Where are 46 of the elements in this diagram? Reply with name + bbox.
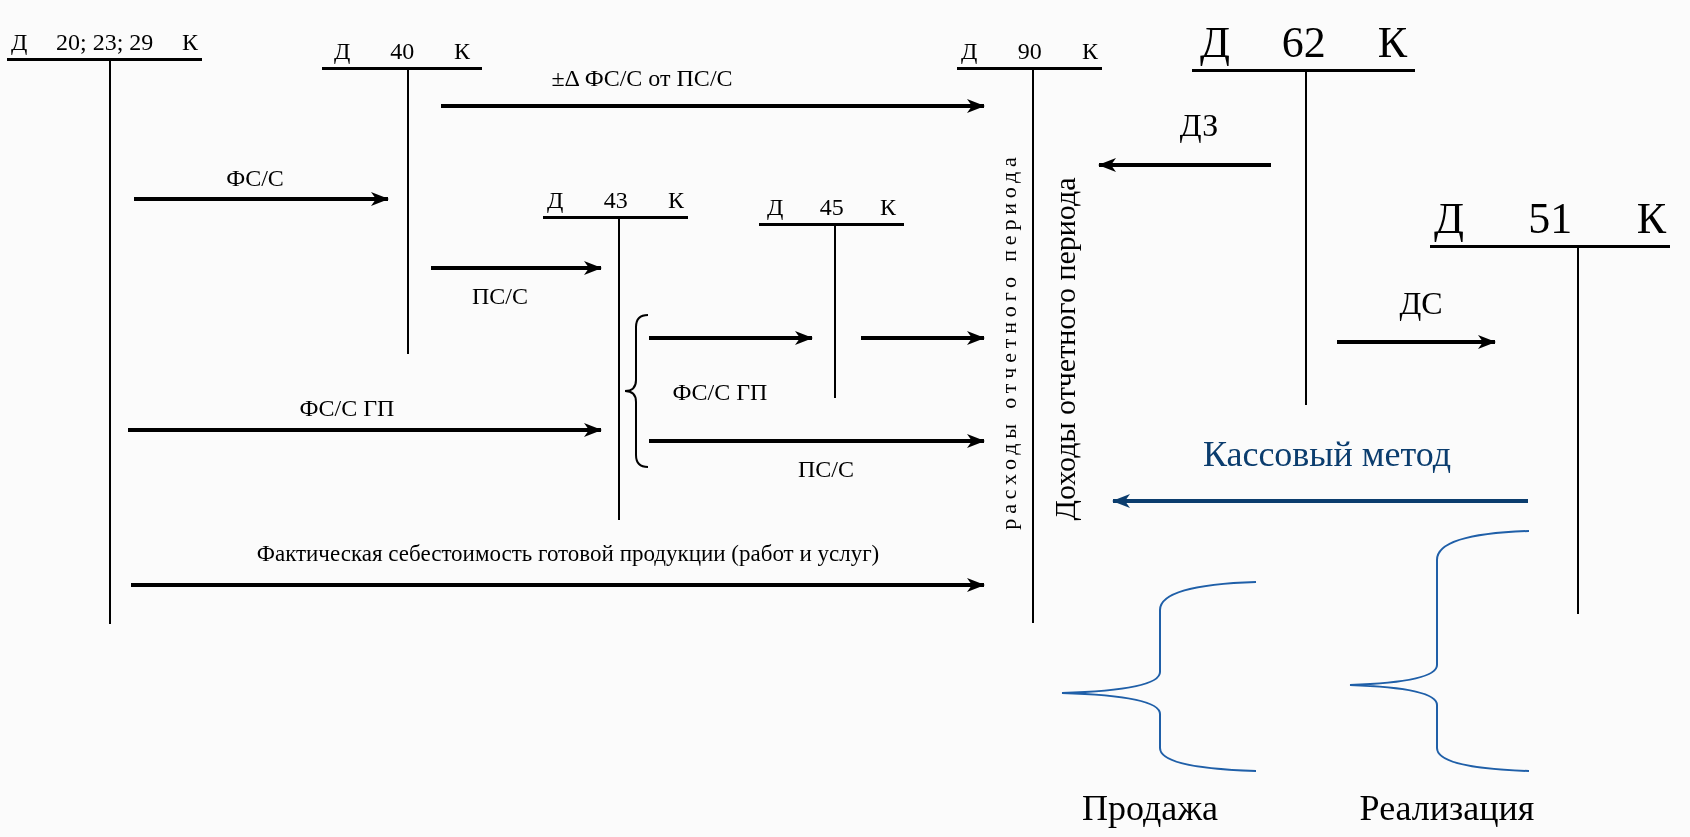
edge-label: ПС/С bbox=[472, 284, 528, 308]
debit-label: Д bbox=[961, 39, 978, 63]
credit-label: К bbox=[879, 195, 896, 219]
arrow bbox=[431, 261, 602, 275]
arrow bbox=[128, 423, 602, 437]
edge-label: ПС/С bbox=[798, 457, 854, 481]
arrow bbox=[131, 578, 985, 592]
credit-label: К bbox=[1636, 197, 1666, 241]
account-number: 45 bbox=[819, 195, 844, 219]
debit-label: Д bbox=[1200, 21, 1230, 65]
arrow bbox=[1337, 335, 1496, 349]
edge-label: ДС bbox=[1399, 287, 1443, 319]
edge-label: Кассовый метод bbox=[1202, 436, 1452, 472]
credit-label: К bbox=[1081, 39, 1098, 63]
debit-label: Д bbox=[547, 188, 564, 212]
arrow bbox=[649, 434, 985, 448]
edge-label: ФС/С ГП bbox=[299, 396, 395, 420]
account-number: 62 bbox=[1281, 21, 1326, 65]
arrow bbox=[1098, 158, 1271, 172]
brace-caption: Продажа bbox=[1081, 790, 1219, 826]
credit-label: К bbox=[1377, 21, 1407, 65]
account-number: 20; 23; 29 bbox=[56, 30, 154, 54]
edge-label: ФС/С bbox=[226, 166, 284, 190]
arrow bbox=[134, 192, 389, 206]
account-number: 43 bbox=[603, 188, 628, 212]
edge-label: ФС/С ГП bbox=[672, 380, 768, 404]
arrow bbox=[649, 331, 813, 345]
edge-label: ±Δ ФС/С от ПС/С bbox=[551, 66, 733, 90]
vertical-note: Доходы отчетного периода bbox=[1050, 177, 1080, 521]
account-number: 40 bbox=[390, 39, 415, 63]
debit-label: Д bbox=[11, 30, 28, 54]
account-number: 90 bbox=[1017, 39, 1042, 63]
arrow bbox=[1112, 494, 1528, 508]
edge-label: ДЗ bbox=[1179, 109, 1219, 141]
edge-label: Фактическая себестоимость готовой продукции (работ и услуг) bbox=[256, 541, 880, 565]
arrow bbox=[441, 99, 985, 113]
vertical-note: расходы отчетного периода bbox=[998, 152, 1020, 530]
credit-label: К bbox=[667, 188, 684, 212]
debit-label: Д bbox=[767, 195, 784, 219]
credit-label: К bbox=[181, 30, 198, 54]
arrow bbox=[861, 331, 985, 345]
brace-caption: Реализация bbox=[1359, 790, 1535, 826]
credit-label: К bbox=[453, 39, 470, 63]
debit-label: Д bbox=[1434, 197, 1464, 241]
debit-label: Д bbox=[334, 39, 351, 63]
account-number: 51 bbox=[1528, 197, 1573, 241]
